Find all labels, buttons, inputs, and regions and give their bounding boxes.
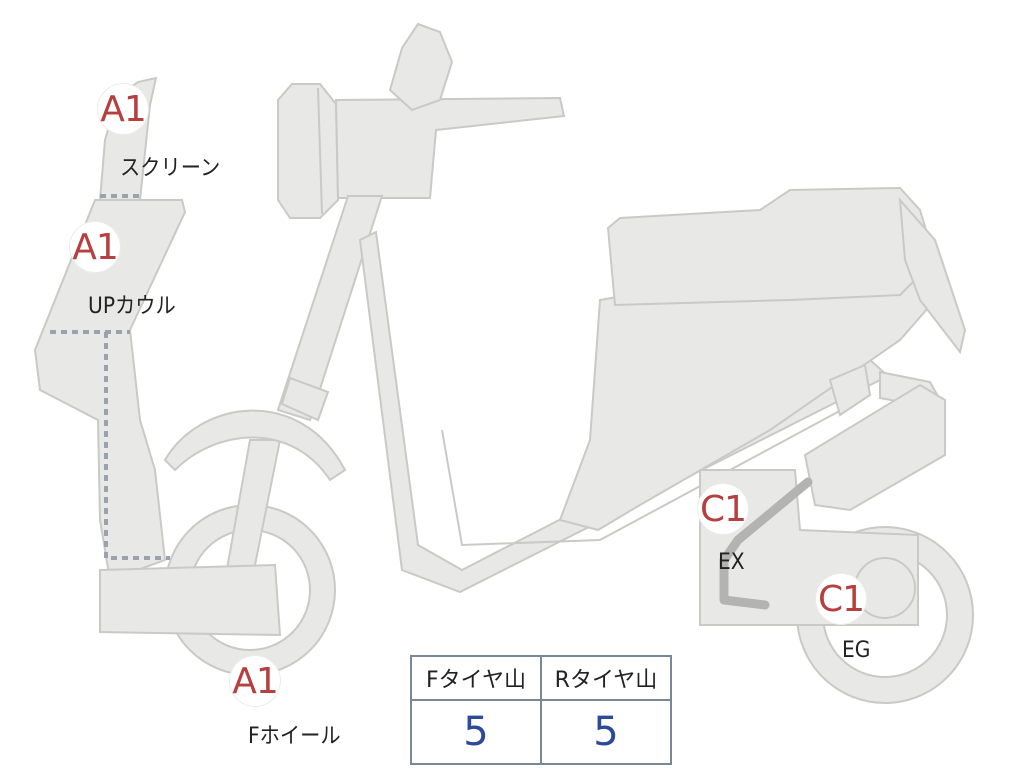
engine-damage-marker: C1 xyxy=(816,574,866,624)
front-wheel-label: Fホイール xyxy=(248,724,341,749)
front-tire-tread-value: 5 xyxy=(410,699,542,765)
air-box-shape xyxy=(803,383,946,512)
front-cowl-shape xyxy=(33,199,187,582)
headlight-shape xyxy=(277,83,340,219)
handlebar-shape xyxy=(334,96,566,199)
rear-tire-tread-value: 5 xyxy=(540,699,672,765)
front-cover-divider-line xyxy=(104,332,170,560)
steering-column-shape xyxy=(276,195,384,422)
front-fender-shape xyxy=(163,409,347,482)
exhaust-label: EX xyxy=(718,550,745,575)
mirror-shape xyxy=(388,22,454,112)
tire-tread-value-row: 5 5 xyxy=(410,699,672,765)
screen-damage-marker: A1 xyxy=(98,84,148,134)
exhaust-damage-marker: C1 xyxy=(698,484,748,534)
front-bottom-cover-shape xyxy=(99,563,282,637)
front-tire-tread-header: Fタイヤ山 xyxy=(410,655,542,701)
tire-tread-header-row: Fタイヤ山 Rタイヤ山 xyxy=(410,655,672,701)
tire-tread-table: Fタイヤ山 Rタイヤ山 5 5 xyxy=(410,655,672,765)
seat-shape xyxy=(606,186,937,307)
upper-cowl-label: UPカウル xyxy=(88,294,176,319)
screen-label: スクリーン xyxy=(120,156,221,181)
engine-label: EG xyxy=(842,638,871,663)
exhaust-pipe-shape xyxy=(719,477,813,610)
front-wheel-damage-marker: A1 xyxy=(230,656,280,706)
rear-tire-tread-header: Rタイヤ山 xyxy=(540,655,672,701)
upper-cowl-damage-marker: A1 xyxy=(70,222,120,272)
tail-shape xyxy=(898,197,967,355)
